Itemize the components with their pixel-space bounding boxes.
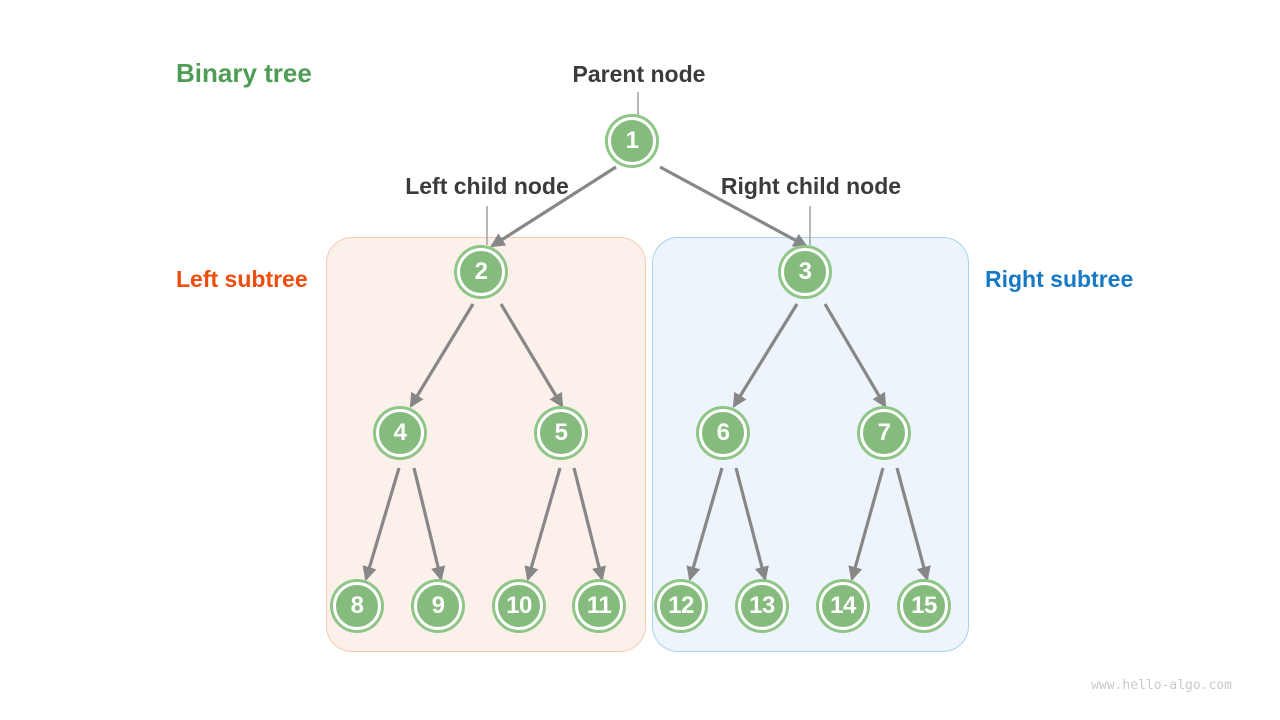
tree-node-2: 2 [457, 248, 505, 296]
node-value: 11 [586, 592, 612, 619]
edge-5-11 [572, 467, 606, 582]
edge-6-12 [686, 467, 724, 582]
tree-node-11: 11 [575, 582, 623, 630]
tree-node-9: 9 [414, 582, 462, 630]
parent-node-label: Parent node [572, 61, 706, 87]
tree-node-3: 3 [781, 248, 829, 296]
edge-2-5 [499, 303, 564, 408]
right-subtree-label: Right subtree [985, 266, 1134, 292]
edge-3-7 [823, 303, 887, 408]
tree-node-8: 8 [333, 582, 381, 630]
left-child-node-label: Left child node [405, 173, 569, 199]
node-value: 2 [474, 258, 488, 285]
watermark: www.hello-algo.com [1091, 678, 1232, 693]
edge-4-8 [362, 467, 401, 582]
tree-node-7: 7 [860, 409, 908, 457]
tree-node-13: 13 [738, 582, 786, 630]
left-subtree-label: Left subtree [176, 266, 308, 292]
tree-node-14: 14 [819, 582, 867, 630]
edge-3-6 [732, 303, 799, 408]
edge-4-9 [412, 467, 446, 582]
node-value: 3 [798, 258, 812, 285]
edge-7-15 [895, 467, 931, 582]
node-value: 5 [554, 419, 568, 446]
edge-1-3 [659, 165, 808, 248]
edge-7-14 [848, 467, 885, 582]
node-value: 14 [830, 592, 856, 619]
edge-2-4 [409, 303, 475, 408]
edge-1-2 [490, 165, 617, 248]
node-value: 1 [625, 127, 639, 154]
node-value: 6 [716, 419, 730, 446]
edge-6-13 [734, 467, 769, 582]
node-value: 9 [431, 592, 445, 619]
tree-node-4: 4 [376, 409, 424, 457]
node-value: 8 [350, 592, 364, 619]
node-value: 13 [749, 592, 775, 619]
diagram-title: Binary tree [176, 58, 312, 88]
right-child-node-label: Right child node [720, 173, 902, 199]
tree-node-12: 12 [657, 582, 705, 630]
tree-node-1: 1 [608, 117, 656, 165]
node-value: 10 [506, 592, 532, 619]
edge-5-10 [524, 467, 562, 582]
node-value: 4 [393, 419, 407, 446]
tree-node-10: 10 [495, 582, 543, 630]
tree-node-15: 15 [900, 582, 948, 630]
tree-node-5: 5 [537, 409, 585, 457]
node-value: 7 [877, 419, 891, 446]
tree-node-6: 6 [699, 409, 747, 457]
node-value: 12 [668, 592, 694, 619]
node-value: 15 [911, 592, 937, 619]
